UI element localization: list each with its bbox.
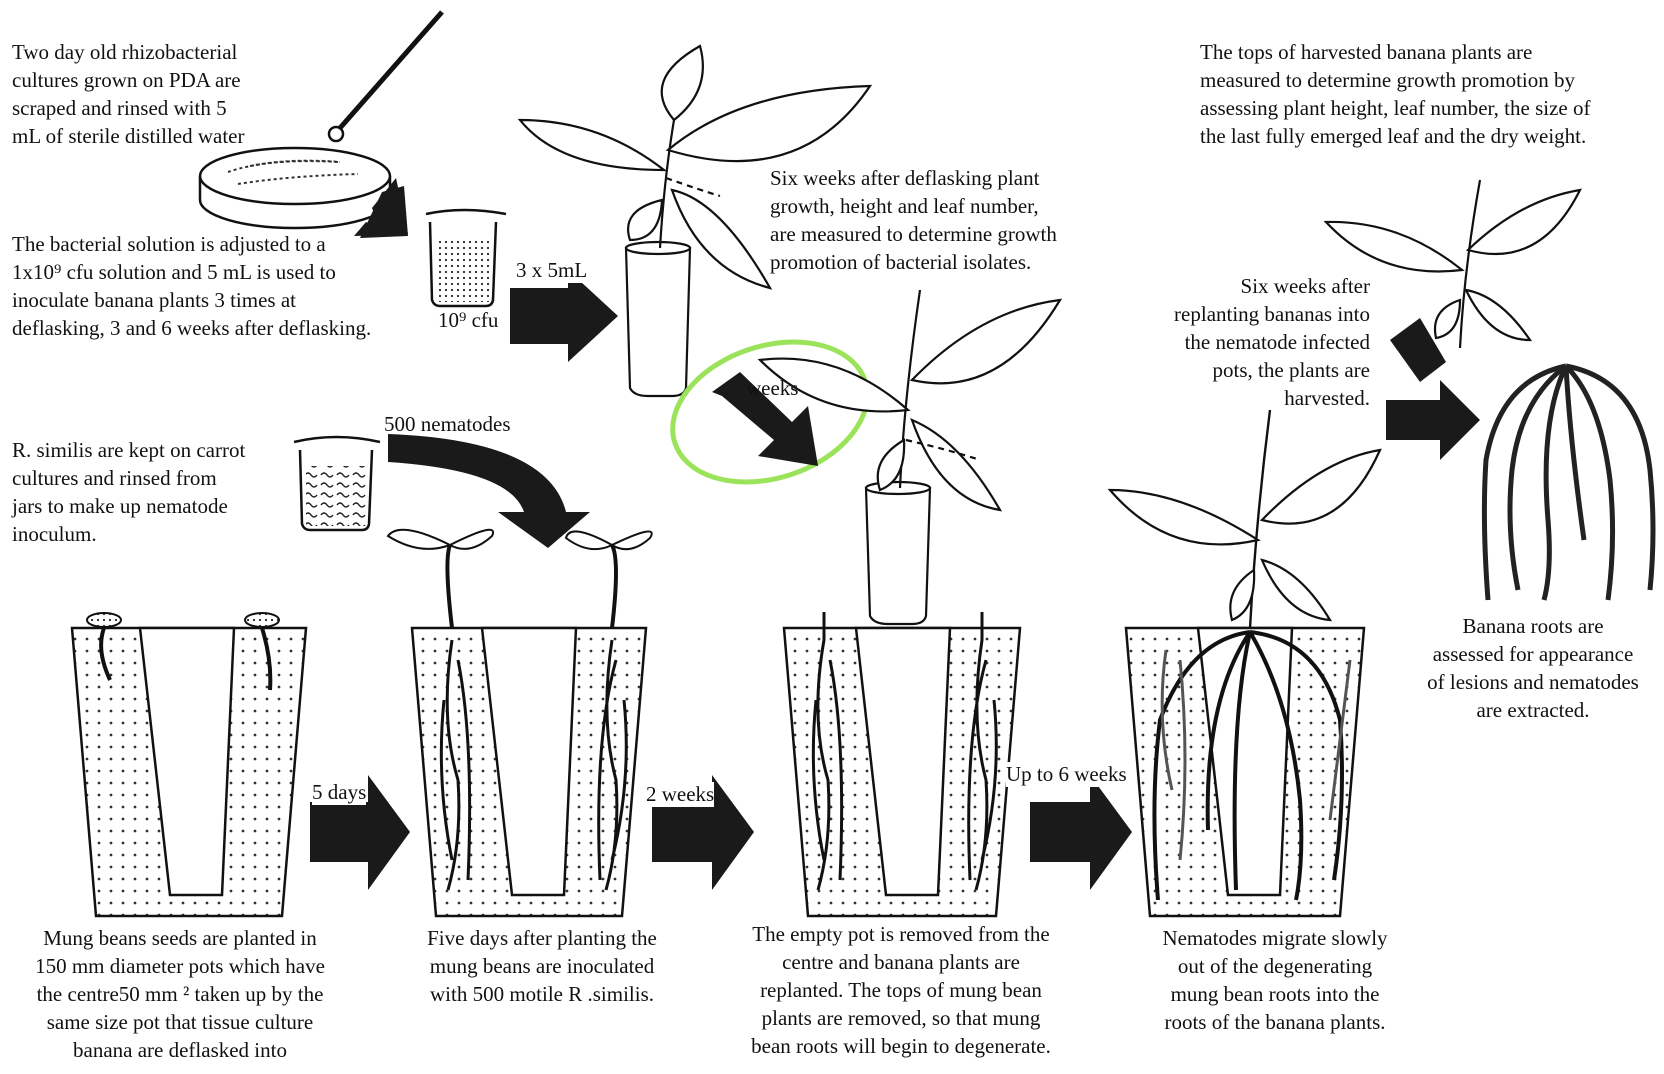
text-line: replanted. The tops of mung bean [716, 976, 1086, 1004]
text-line: pots, the plants are [1130, 356, 1370, 384]
text-line: Two day old rhizobacterial [12, 38, 312, 66]
text-line: Five days after planting the [392, 924, 692, 952]
text-line: Nematodes migrate slowly [1130, 924, 1420, 952]
text-line: 1x10⁹ cfu solution and 5 mL is used to [12, 258, 432, 286]
text-line: inoculum. [12, 520, 292, 548]
text-line: scraped and rinsed with 5 [12, 94, 312, 122]
text-line: banana are deflasked into [10, 1036, 350, 1064]
text-line: 150 mm diameter pots which have [10, 952, 350, 980]
petri-dish [200, 148, 390, 228]
label-nematodes: 500 nematodes [384, 412, 511, 437]
inoculation-loop [329, 12, 442, 141]
label-up-to-6-weeks: Up to 6 weeks [1006, 762, 1127, 787]
text-line: growth, height and leaf number, [770, 192, 1110, 220]
text-line: Mung beans seeds are planted in [10, 924, 350, 952]
label-2-weeks: 2 weeks [646, 782, 714, 807]
pot-1 [72, 613, 306, 916]
text-line: promotion of bacterial isolates. [770, 248, 1110, 276]
text-line: assessed for appearance [1408, 640, 1658, 668]
text-line: the last fully emerged leaf and the dry … [1200, 122, 1660, 150]
text-line: cultures and rinsed from [12, 464, 292, 492]
step-nematode-culture-text: R. similis are kept on carrot cultures a… [12, 436, 292, 548]
text-line: roots of the banana plants. [1130, 1008, 1420, 1036]
step-six-weeks-deflask-text: Six weeks after deflasking plant growth,… [770, 164, 1110, 276]
text-line: replanting bananas into [1130, 300, 1370, 328]
pot-4 [1110, 410, 1380, 916]
text-line: are extracted. [1408, 696, 1658, 724]
step-empty-pot-text: The empty pot is removed from the centre… [716, 920, 1086, 1060]
text-line: same size pot that tissue culture [10, 1008, 350, 1036]
text-line: Banana roots are [1408, 612, 1658, 640]
nematode-beaker [294, 437, 380, 530]
step-five-days-after-text: Five days after planting the mung beans … [392, 924, 692, 1008]
text-line: measured to determine growth promotion b… [1200, 66, 1660, 94]
label-5-days: 5 days [312, 780, 366, 805]
text-line: Six weeks after [1130, 272, 1370, 300]
pot-3 [784, 612, 1020, 916]
text-line: are measured to determine growth [770, 220, 1110, 248]
text-line: cultures grown on PDA are [12, 66, 312, 94]
step-roots-assessed-text: Banana roots are assessed for appearance… [1408, 612, 1658, 724]
text-line: the centre50 mm ² taken up by the [10, 980, 350, 1008]
bacteria-beaker [426, 210, 506, 306]
text-line: Six weeks after deflasking plant [770, 164, 1110, 192]
arrow-harvest-split [1386, 318, 1480, 460]
label-weeks: weeks [746, 376, 798, 401]
text-line: mL of sterile distilled water [12, 122, 312, 150]
text-line: the nematode infected [1130, 328, 1370, 356]
text-line: assessing plant height, leaf number, the… [1200, 94, 1660, 122]
text-line: R. similis are kept on carrot [12, 436, 292, 464]
step-solution-text: The bacterial solution is adjusted to a … [12, 230, 432, 342]
text-line: The tops of harvested banana plants are [1200, 38, 1660, 66]
step-mung-planted-text: Mung beans seeds are planted in 150 mm d… [10, 924, 350, 1064]
arrow-dose [510, 270, 618, 362]
step-migrate-text: Nematodes migrate slowly out of the dege… [1130, 924, 1420, 1036]
text-line: of lesions and nematodes [1408, 668, 1658, 696]
text-line: inoculate banana plants 3 times at [12, 286, 432, 314]
text-line: deflasking, 3 and 6 weeks after deflaski… [12, 314, 432, 342]
text-line: mung beans are inoculated [392, 952, 692, 980]
text-line: jars to make up nematode [12, 492, 292, 520]
arrow-up-to-6-weeks [1030, 775, 1132, 890]
pot-2 [388, 530, 652, 916]
label-dose: 3 x 5mL [516, 258, 587, 283]
label-cfu: 10⁹ cfu [438, 308, 498, 333]
harvested-roots [1484, 366, 1653, 600]
step-tops-text: The tops of harvested banana plants are … [1200, 38, 1660, 150]
text-line: bean roots will begin to degenerate. [716, 1032, 1086, 1060]
text-line: The bacterial solution is adjusted to a [12, 230, 432, 258]
text-line: plants are removed, so that mung [716, 1004, 1086, 1032]
text-line: with 500 motile R .similis. [392, 980, 692, 1008]
text-line: harvested. [1130, 384, 1370, 412]
text-line: The empty pot is removed from the [716, 920, 1086, 948]
step-replant-harvest-text: Six weeks after replanting bananas into … [1130, 272, 1370, 412]
text-line: out of the degenerating [1130, 952, 1420, 980]
step-culture-text: Two day old rhizobacterial cultures grow… [12, 38, 312, 150]
text-line: mung bean roots into the [1130, 980, 1420, 1008]
text-line: centre and banana plants are [716, 948, 1086, 976]
